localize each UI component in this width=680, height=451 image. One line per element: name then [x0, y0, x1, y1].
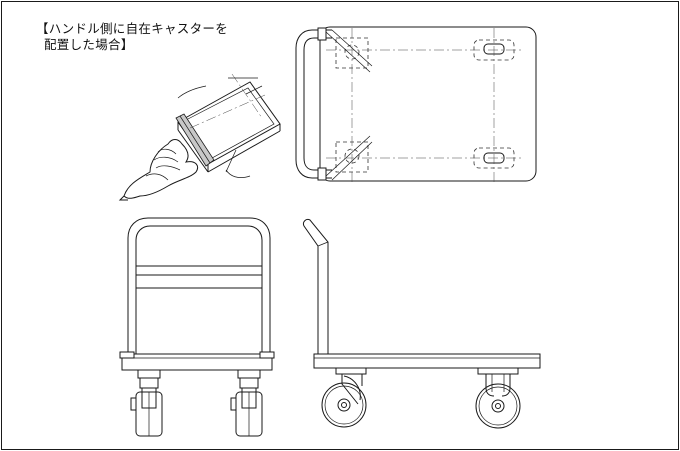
- caption-line-2: 配置した場合】: [44, 37, 134, 52]
- drawing-caption: 【ハンドル側に自在キャスターを 配置した場合】: [36, 21, 228, 53]
- side-view: [303, 219, 541, 429]
- plan-view: [295, 26, 537, 184]
- front-view: [119, 217, 275, 437]
- caption-line-1: 【ハンドル側に自在キャスターを: [36, 21, 229, 36]
- iso-hand-cart-sketch: [118, 73, 281, 201]
